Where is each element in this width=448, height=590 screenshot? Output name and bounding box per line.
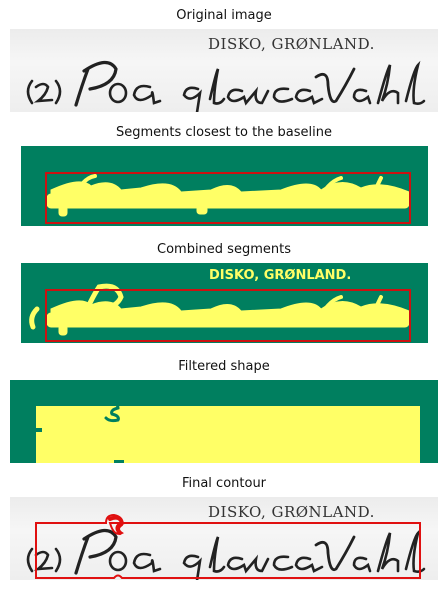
final-handwritten-label — [26, 528, 426, 580]
specimen-header-text: DISKO, GRØNLAND. — [208, 35, 375, 53]
combined-header-text: DISKO, GRØNLAND. — [209, 268, 351, 283]
combined-segments-mask: DISKO, GRØNLAND. — [21, 263, 428, 343]
combined-box — [45, 289, 411, 342]
panel-title-combined-segments: Combined segments — [157, 242, 291, 257]
filtered-shape-mask — [10, 380, 438, 463]
panel-title-filtered-shape: Filtered shape — [178, 359, 270, 374]
handwritten-label — [26, 60, 426, 112]
original-image: DISKO, GRØNLAND. — [10, 29, 438, 112]
filtered-shape — [36, 406, 420, 463]
filtered-notch — [104, 402, 120, 423]
final-header-text: DISKO, GRØNLAND. — [208, 503, 375, 521]
panel-title-final-contour: Final contour — [181, 476, 267, 491]
combined-segments — [29, 283, 410, 336]
baseline-segments — [46, 174, 410, 217]
baseline-segments-mask — [21, 146, 428, 226]
baseline-box — [45, 172, 411, 224]
contour-loop — [108, 515, 125, 535]
panel-title-baseline-segments: Segments closest to the baseline — [116, 125, 332, 140]
final-contour-image: DISKO, GRØNLAND. — [10, 497, 438, 580]
panel-title-original: Original image — [176, 8, 272, 23]
